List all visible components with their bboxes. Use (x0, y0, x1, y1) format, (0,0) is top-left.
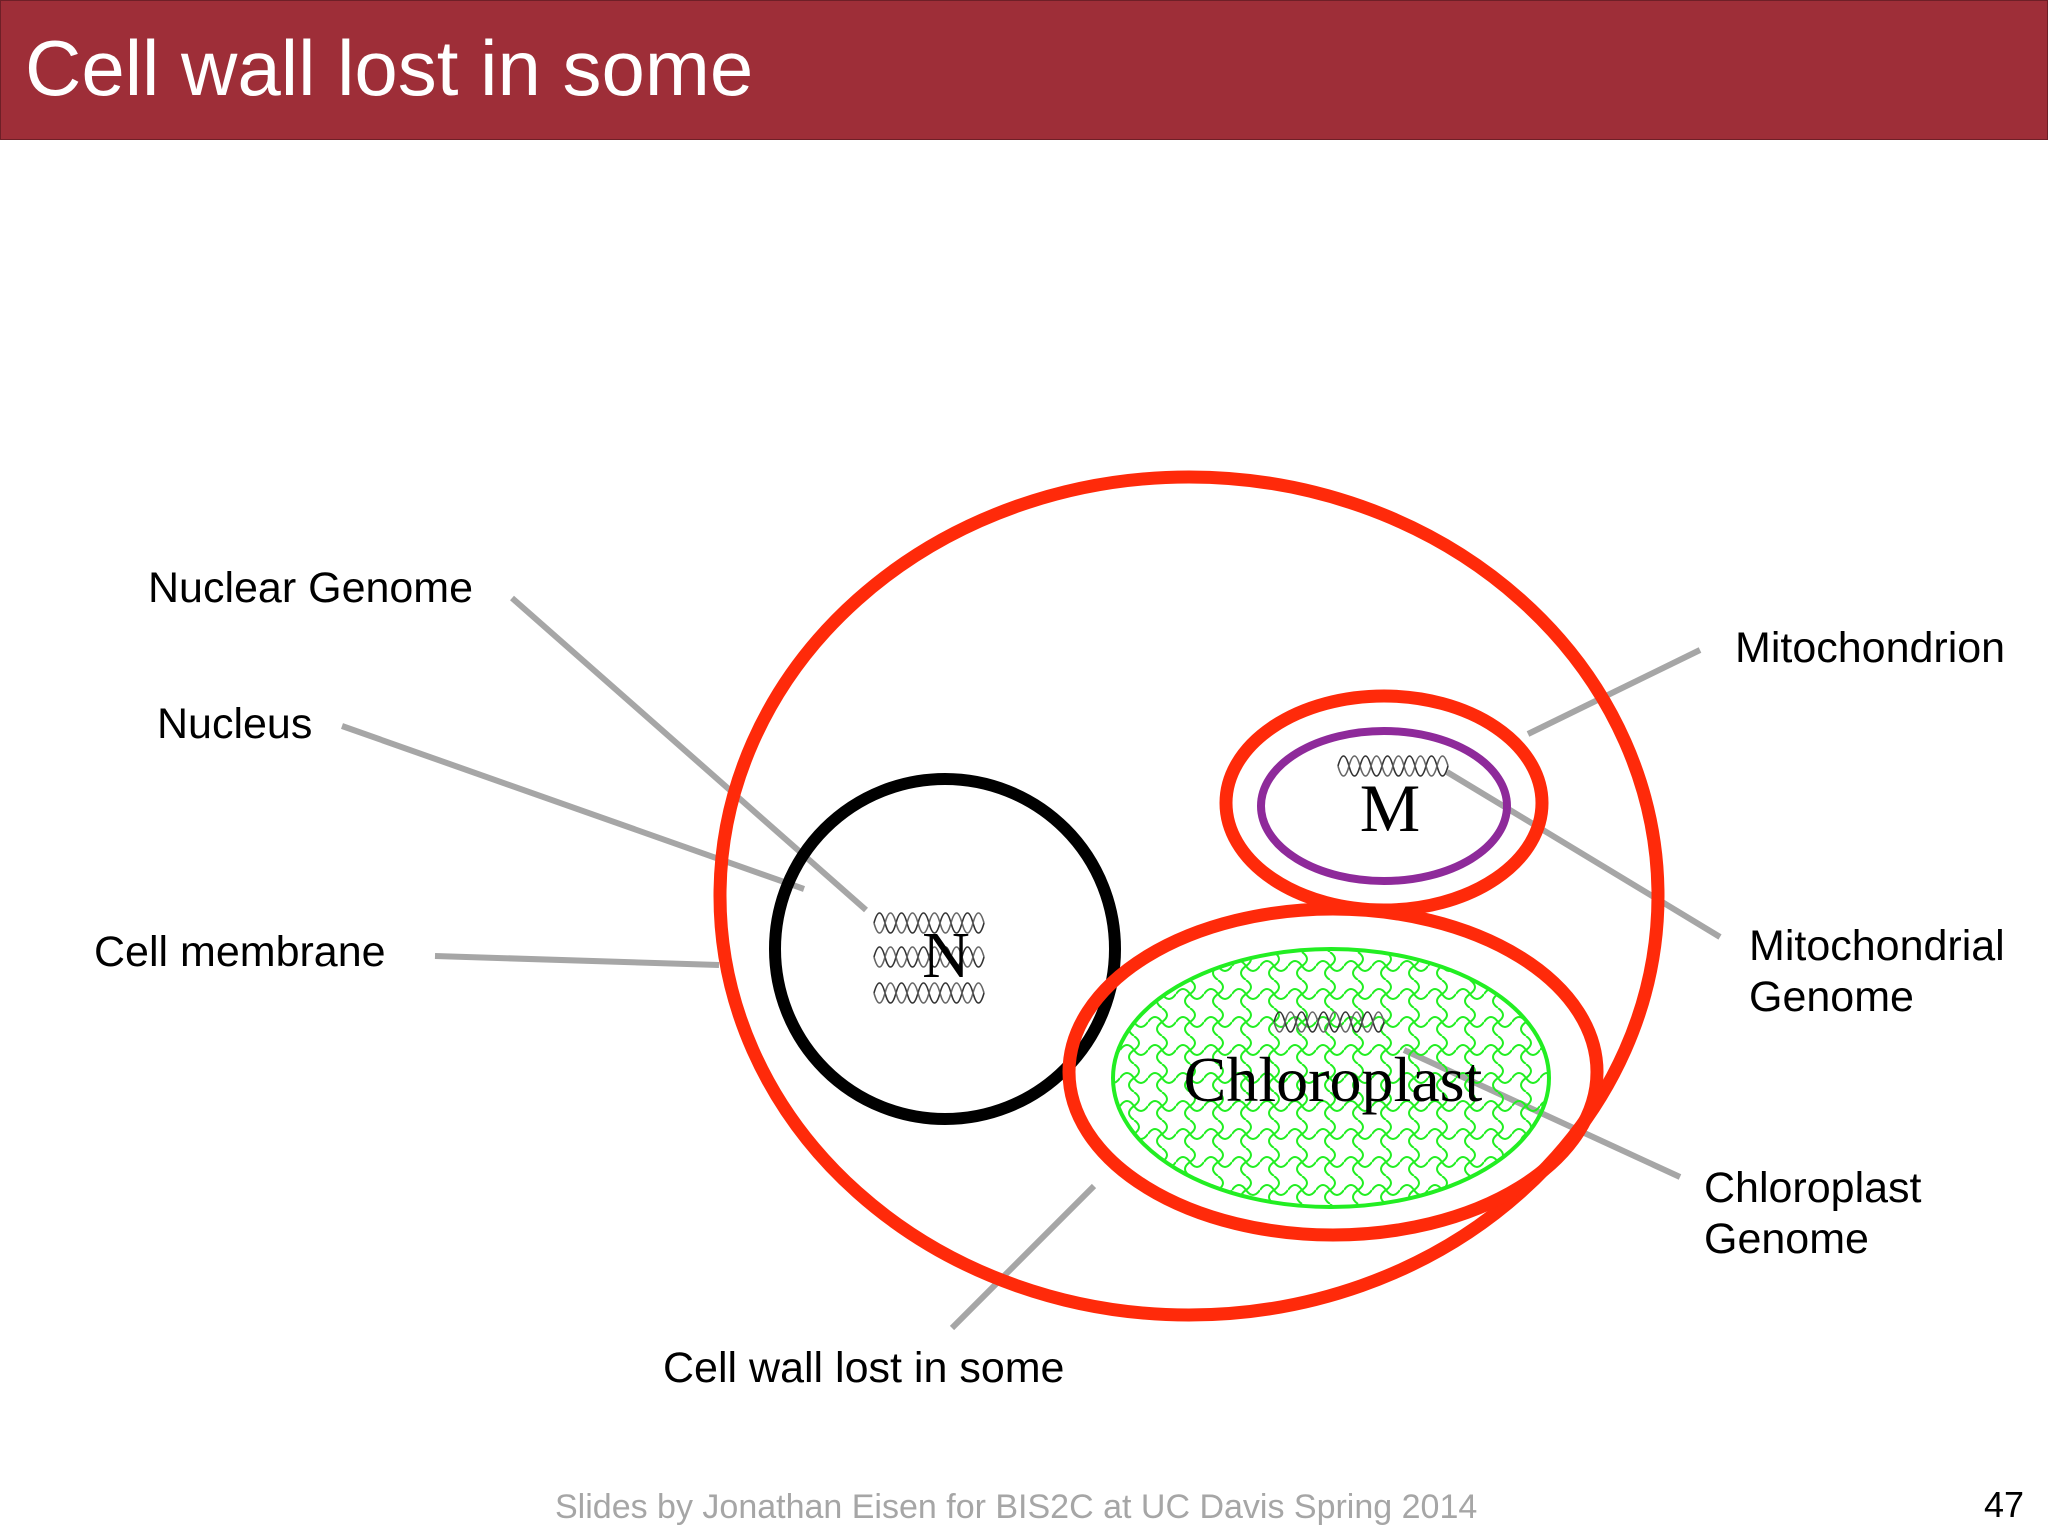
mitochondrion-inner-ring (1257, 727, 1511, 885)
label-chloroplast-genome-line2: Genome (1704, 1215, 1869, 1263)
chloroplast-inner-body (1111, 947, 1551, 1209)
label-mitochondrial-genome-line1: Mitochondrial (1749, 922, 2005, 970)
leader-cell-wall (949, 1183, 1097, 1331)
leader-mitochondrial-genome (1445, 769, 1722, 940)
slide-title: Cell wall lost in some (25, 24, 754, 112)
label-mitochondrion: Mitochondrion (1735, 624, 2005, 672)
slide-footer: Slides by Jonathan Eisen for BIS2C at UC… (555, 1488, 1478, 1526)
label-cell-wall: Cell wall lost in some (663, 1344, 1064, 1392)
label-nuclear-genome: Nuclear Genome (148, 564, 473, 612)
nucleus-letter: N (922, 919, 970, 992)
nucleus-ring (769, 773, 1121, 1125)
title-bar: Cell wall lost in some (0, 0, 2048, 140)
chloroplast-name: Chloroplast (1184, 1044, 1483, 1115)
cell-wall-ring (713, 470, 1665, 1322)
label-cell-membrane: Cell membrane (94, 928, 386, 976)
mitochondrion-letter: M (1360, 770, 1420, 846)
leader-lines (341, 595, 1722, 1331)
page-number: 47 (1983, 1484, 2024, 1525)
leader-mitochondrion (1526, 647, 1702, 737)
label-mitochondrial-genome-line2: Genome (1749, 973, 1914, 1021)
label-nucleus: Nucleus (157, 700, 312, 748)
chloroplast-outer-ring (1062, 902, 1604, 1242)
label-chloroplast-genome-line1: Chloroplast (1704, 1164, 1922, 1212)
leader-cell-membrane (434, 953, 720, 968)
